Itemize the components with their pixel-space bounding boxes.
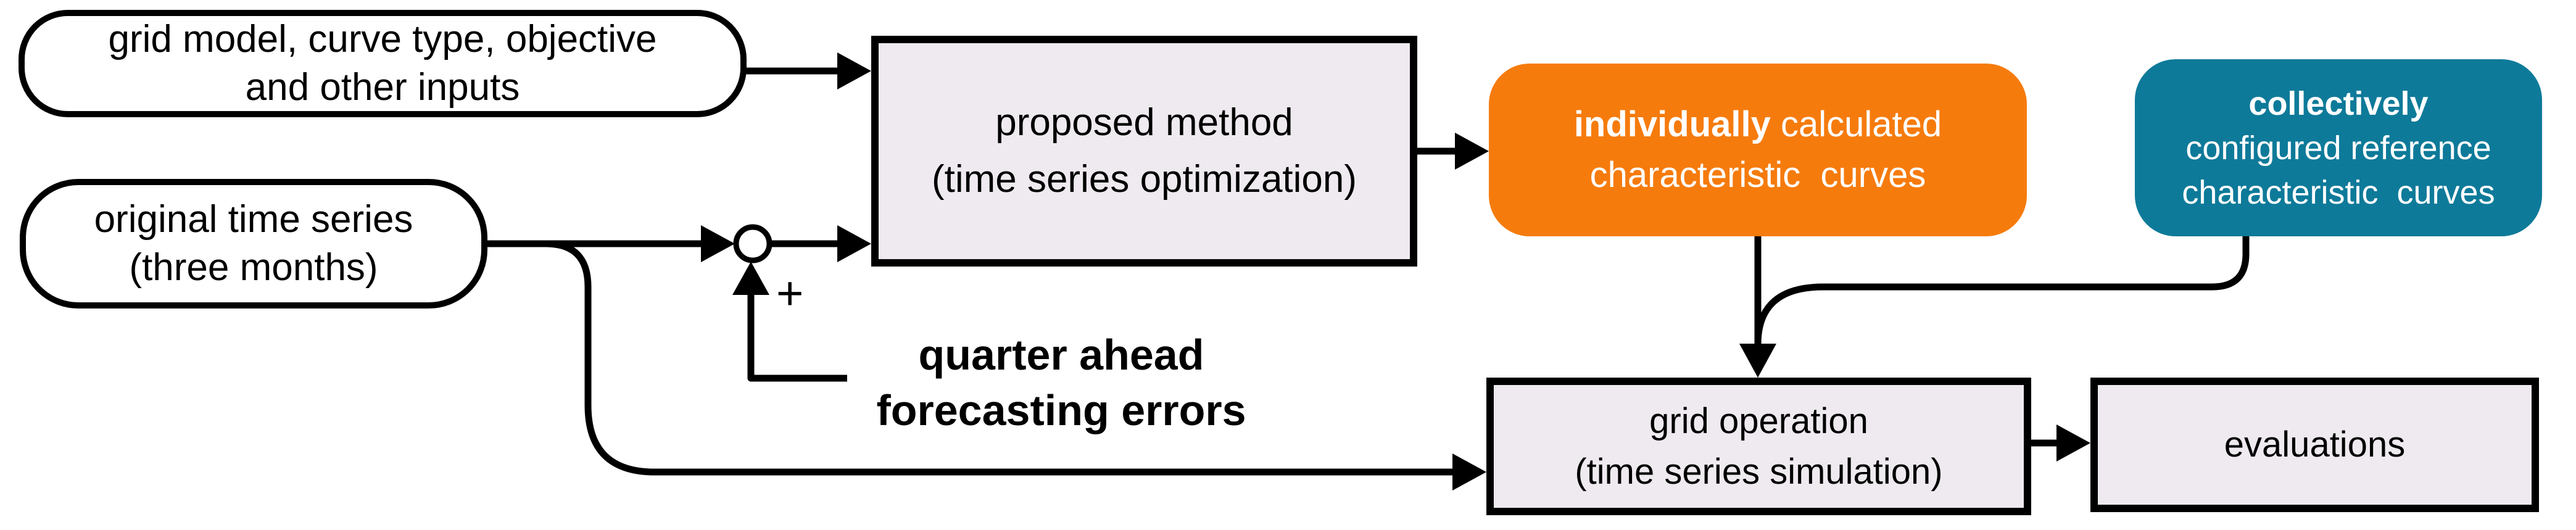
proposed-line2: (time series optimization) xyxy=(931,158,1357,201)
node-collective-curves: collectively configured reference charac… xyxy=(2135,59,2542,236)
collective-line2: configured reference xyxy=(2185,129,2491,167)
node-inputs: grid model, curve type, objective and ot… xyxy=(19,10,747,117)
gridop-line2: (time series simulation) xyxy=(1575,451,1943,492)
arrowhead-gridop-to-eval xyxy=(2056,424,2090,462)
individual-line1-rest: calculated xyxy=(1770,104,1942,144)
inputs-line2: and other inputs xyxy=(245,66,520,109)
collective-merge-line xyxy=(1754,236,2250,345)
proposed-line1: proposed method xyxy=(995,101,1293,144)
forecasting-line1: quarter ahead xyxy=(918,331,1204,379)
individual-line2: characteristic curves xyxy=(1589,155,1926,195)
node-evaluations: evaluations xyxy=(2090,378,2539,512)
node-grid-operation: grid operation (time series simulation) xyxy=(1486,378,2031,515)
individual-line1: individually calculated xyxy=(1574,99,1942,150)
plus-sign-label: + xyxy=(776,267,804,320)
evaluations-line1: evaluations xyxy=(2224,424,2406,465)
arrowhead-into-gridop-left xyxy=(1452,453,1486,491)
individual-line1-bold: individually xyxy=(1573,104,1771,144)
node-proposed-method: proposed method (time series optimizatio… xyxy=(871,36,1417,267)
original-line2: (three months) xyxy=(129,246,378,289)
original-to-gridop-line xyxy=(545,240,1452,476)
inputs-line1: grid model, curve type, objective xyxy=(108,18,657,60)
gridop-line1: grid operation xyxy=(1649,400,1868,441)
forecasting-errors-label: quarter ahead forecasting errors xyxy=(827,327,1296,438)
arrowhead-original-to-sum xyxy=(701,225,735,262)
arrowhead-proposed-to-individual xyxy=(1455,133,1489,170)
arrowhead-sum-to-proposed xyxy=(837,225,871,262)
original-line1: original time series xyxy=(94,198,413,241)
arrowhead-into-gridop-top xyxy=(1739,344,1776,378)
arrowhead-inputs-to-proposed xyxy=(837,52,871,89)
errors-elbow-line xyxy=(747,295,847,382)
collective-line1: collectively xyxy=(2248,85,2429,122)
summing-junction-circle xyxy=(733,224,772,263)
collective-line3: characteristic curves xyxy=(2182,173,2495,211)
node-original-series: original time series (three months) xyxy=(20,179,487,308)
forecasting-line2: forecasting errors xyxy=(876,386,1246,434)
arrowhead-errors-up xyxy=(732,262,769,295)
node-individual-curves: individually calculated characteristic c… xyxy=(1489,64,2027,236)
